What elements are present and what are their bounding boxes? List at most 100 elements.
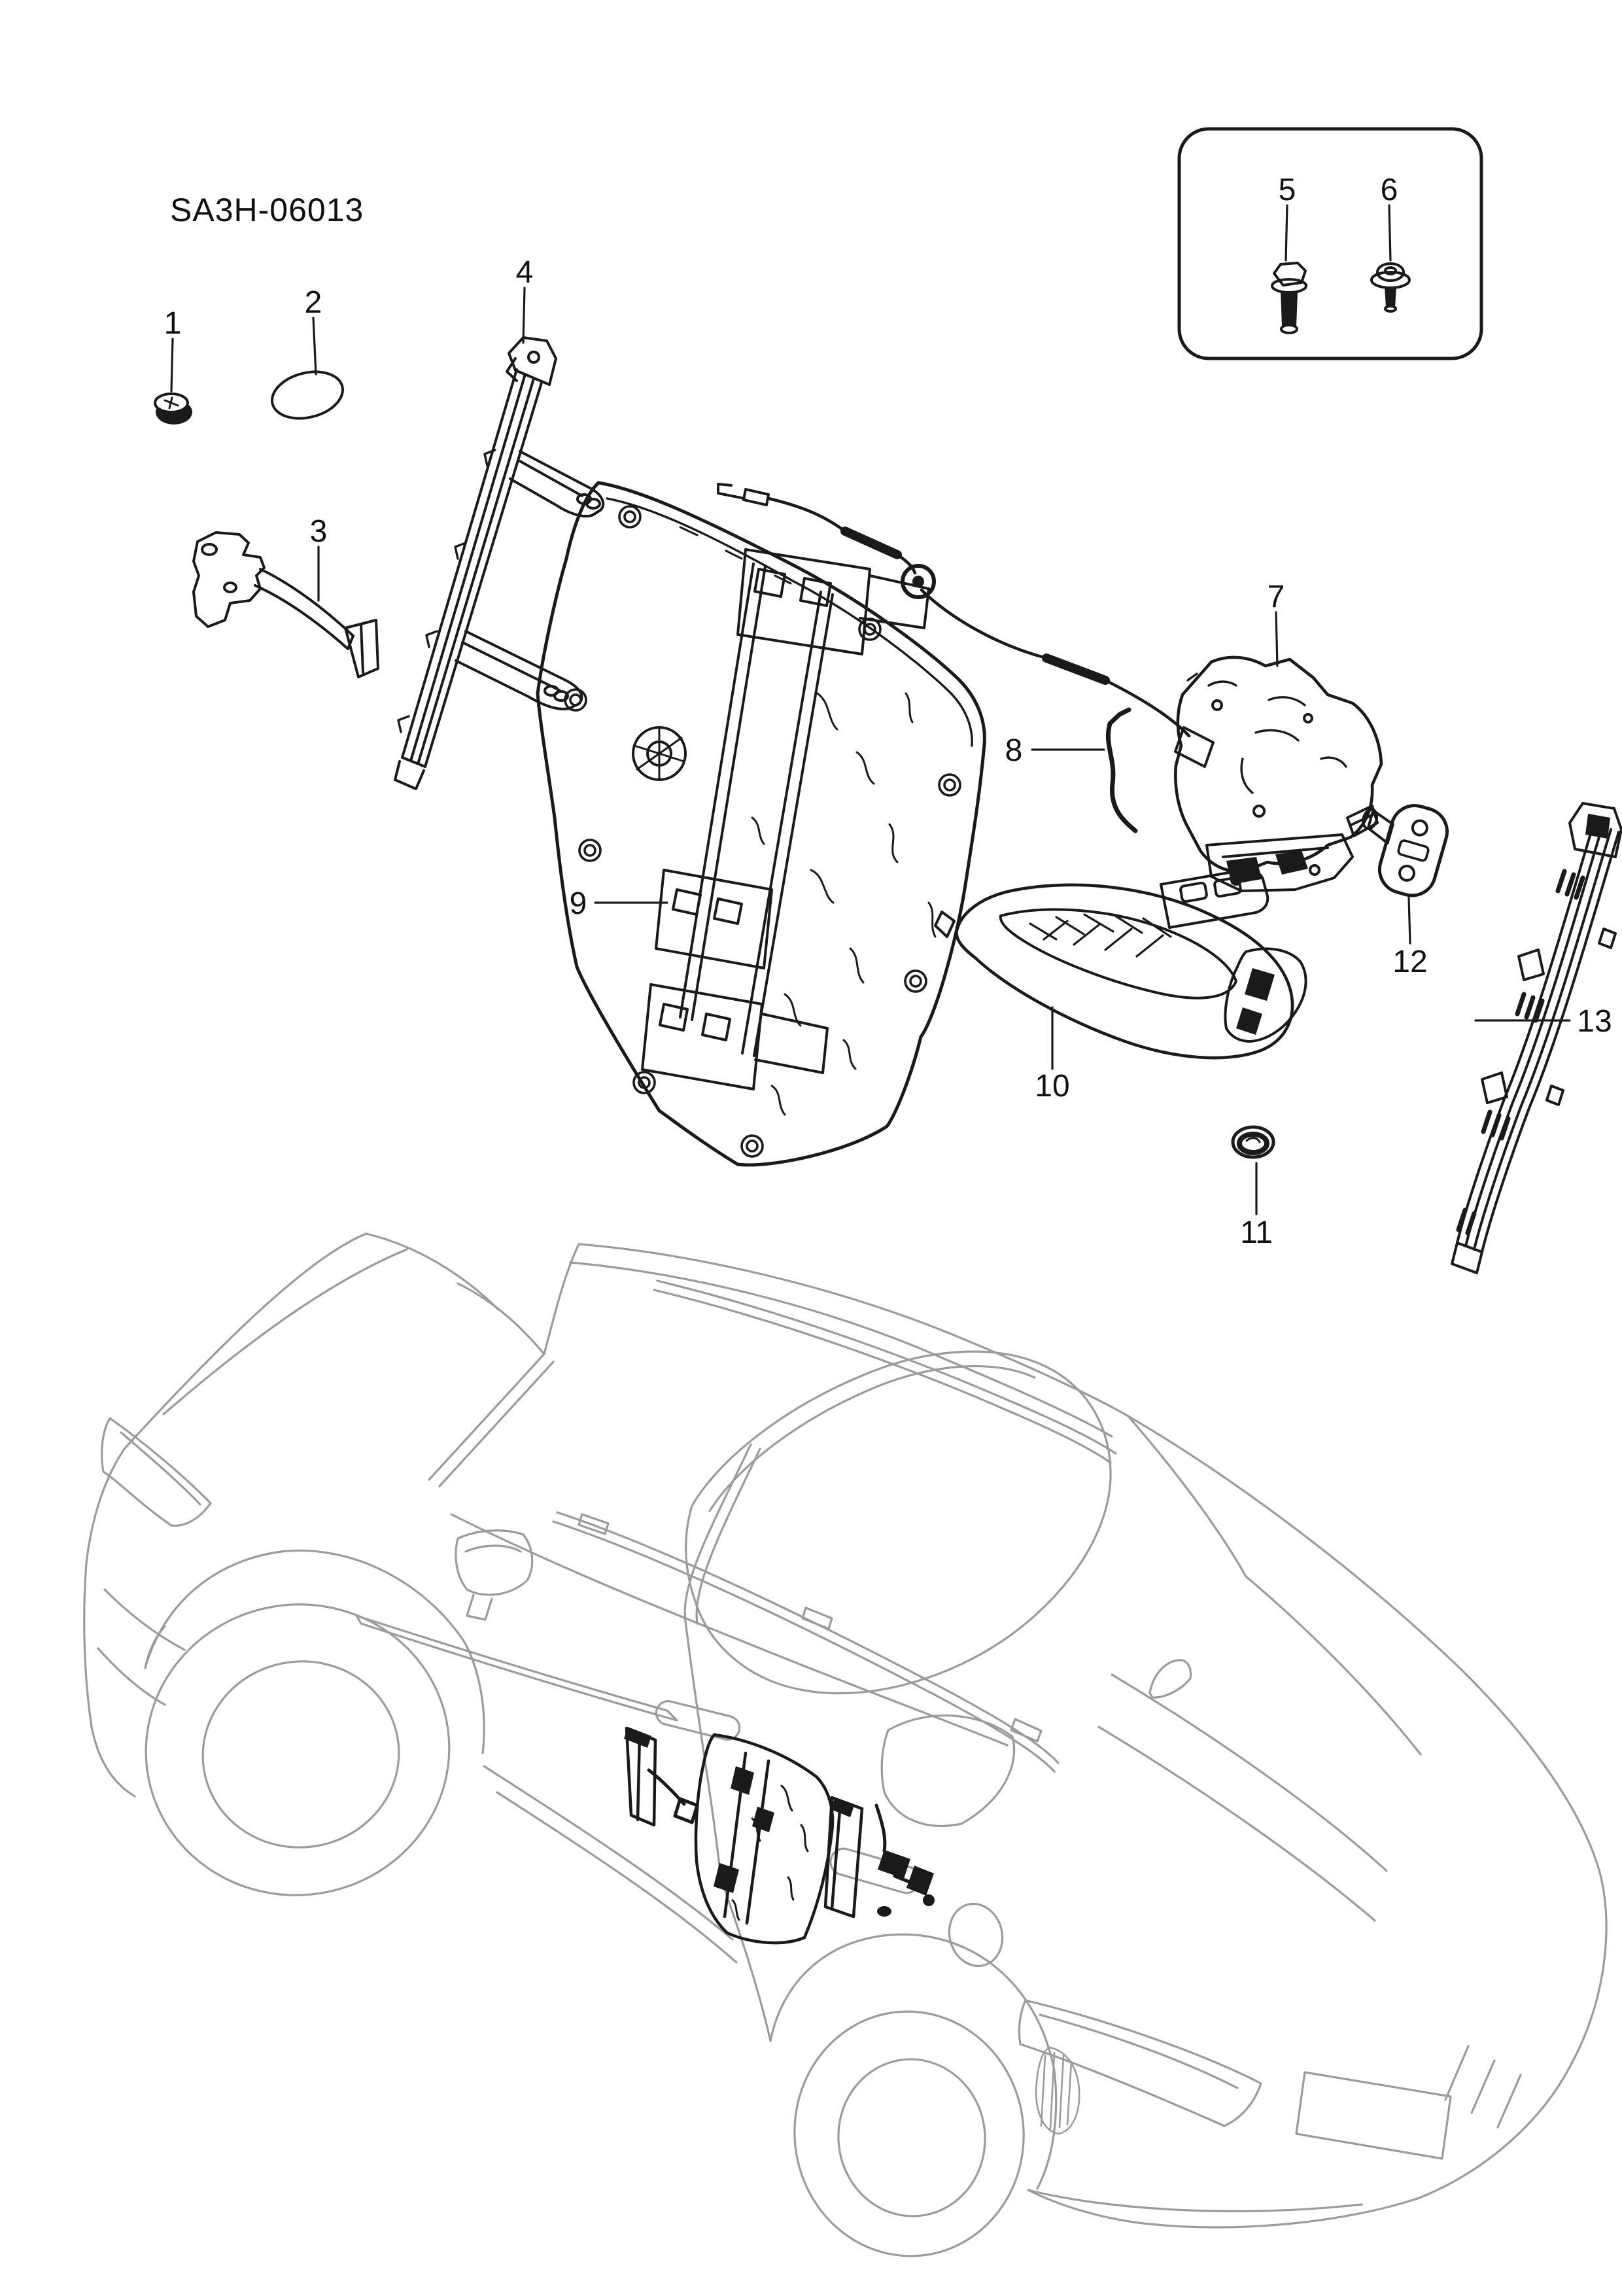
part-10-cartridge-slot2 (1213, 876, 1242, 898)
part-10-recess (999, 908, 1237, 1000)
car-roofline (569, 1243, 1130, 1438)
callout-11: 11 (1240, 1215, 1273, 1250)
part-9-top-cassette (736, 548, 930, 655)
car-rear-silhouette (1027, 1415, 1608, 2229)
car-front-fender (144, 1549, 485, 1754)
part-12-hole-top (1411, 819, 1428, 837)
car-door-gap (683, 1443, 761, 1880)
part-6-recess (1384, 266, 1397, 275)
car-installed-door-check (647, 1768, 699, 1824)
callouts: 1 2 3 4 5 6 7 8 9 10 11 12 13 (164, 173, 1612, 1250)
part-13-rear-run-channel-drawing (1451, 802, 1622, 1274)
car-installed-rear-channel-cap (831, 1798, 854, 1817)
part-8-lock-rod-drawing (1105, 707, 1138, 833)
part-6-tip (1384, 305, 1397, 313)
part-7-base-plate (1205, 833, 1354, 892)
part-9-grommet (618, 505, 642, 529)
part-5-flange (1271, 278, 1307, 294)
part-13-top-bracket (1568, 802, 1622, 858)
car-installed-channel-cap (624, 1727, 651, 1748)
part-11-outer (1231, 1125, 1275, 1159)
part-10-left-clip (934, 911, 956, 938)
part-6-shank (1385, 287, 1396, 307)
part-4-bar (401, 368, 543, 768)
part-9-door-module-panel-drawing (536, 481, 986, 1167)
part-7-hole2 (1303, 713, 1313, 723)
part-6-head (1376, 262, 1405, 282)
part-10-end-black-bits (1236, 968, 1275, 1035)
car-installed-grommet (877, 1906, 891, 1917)
part-7-base-black-bits (1226, 850, 1308, 884)
part-9-grommet (904, 969, 927, 993)
part-9-grommet (564, 688, 587, 712)
part-7-screw (1230, 874, 1242, 886)
callout-leader-lines (170, 204, 1571, 1215)
part-12-striker-drawing (1362, 804, 1449, 897)
callout-8: 8 (1005, 733, 1023, 768)
part-1-clip-nut-drawing (154, 392, 192, 425)
part-7-screw2 (1309, 864, 1320, 876)
part-3-bracket-hole2 (223, 582, 237, 593)
part-5-head (1273, 262, 1307, 287)
part-12-slot (1397, 839, 1430, 862)
exploded-parts (154, 127, 1622, 1274)
part-3-end-plate (344, 619, 379, 678)
callout-4: 4 (516, 255, 534, 290)
car-roof-rail-far (653, 1279, 1117, 1464)
part-9-grommet (909, 975, 922, 988)
part-13-bar (1456, 822, 1620, 1253)
part-7-outline (1174, 655, 1383, 873)
part-4-front-run-channel-drawing (394, 336, 605, 790)
part-3-bracket (192, 531, 266, 628)
callout-2: 2 (305, 285, 322, 320)
part-4-upper-arm (509, 450, 605, 518)
car-front-rim (201, 1660, 400, 1849)
car-antenna (1148, 1659, 1192, 1699)
car-mirror (455, 1529, 534, 1621)
part-9-grommets (564, 505, 961, 1158)
part-10-cartridge (1160, 868, 1269, 929)
part-9-regulator-rails (679, 563, 834, 1057)
cable-sleeves (840, 527, 1110, 685)
car-quarter-window (880, 1714, 1016, 1827)
part-9-grommet (569, 693, 582, 706)
part-12-pin-cap (1362, 808, 1379, 830)
vehicle-illustration (83, 1232, 1608, 2257)
part-5-tip (1280, 324, 1298, 334)
callout-1: 1 (164, 306, 182, 341)
part-3-door-check-drawing (192, 531, 379, 678)
part-12-pin (1366, 809, 1394, 844)
part-6-screw-drawing (1370, 262, 1411, 313)
part-9-grommet (938, 773, 961, 797)
part-1-cross (164, 396, 179, 409)
part-11-ring (1237, 1132, 1269, 1155)
car-rear-rim (837, 2058, 986, 2218)
callout-7: 7 (1268, 580, 1285, 614)
car-installed-latch-parts (878, 1850, 934, 1896)
cable-grommet-ring (901, 564, 936, 599)
car-rear-vent (1035, 2046, 1080, 2135)
callout-10: 10 (1035, 1069, 1069, 1104)
car-rear-wheel (793, 2010, 1025, 2257)
part-4-foot (394, 760, 425, 790)
part-3-bracket-hole (201, 543, 218, 556)
cable-latch-fitting (1174, 726, 1215, 768)
part-10-cartridge-slot (1179, 881, 1208, 903)
diagram-code: SA3H-06013 (170, 192, 364, 228)
cable-end-fitting (717, 483, 770, 506)
car-a-pillar (428, 1243, 580, 1487)
part-9-grommet (578, 839, 602, 862)
part-9-grommet (740, 1134, 764, 1158)
part-10-outside-handle-drawing (934, 868, 1307, 1060)
part-4-lower-arm-bolt2 (553, 690, 569, 702)
car-front-wheel (145, 1603, 451, 1896)
cable-grommet-core (912, 576, 924, 587)
part-7-inner-detail (1186, 672, 1347, 794)
car-front-fascia (83, 1448, 186, 1798)
part-10-shell (955, 883, 1294, 1060)
fastener-box (1177, 127, 1483, 360)
part-4-lower-arm (455, 630, 583, 710)
part-3-arm (254, 568, 354, 650)
